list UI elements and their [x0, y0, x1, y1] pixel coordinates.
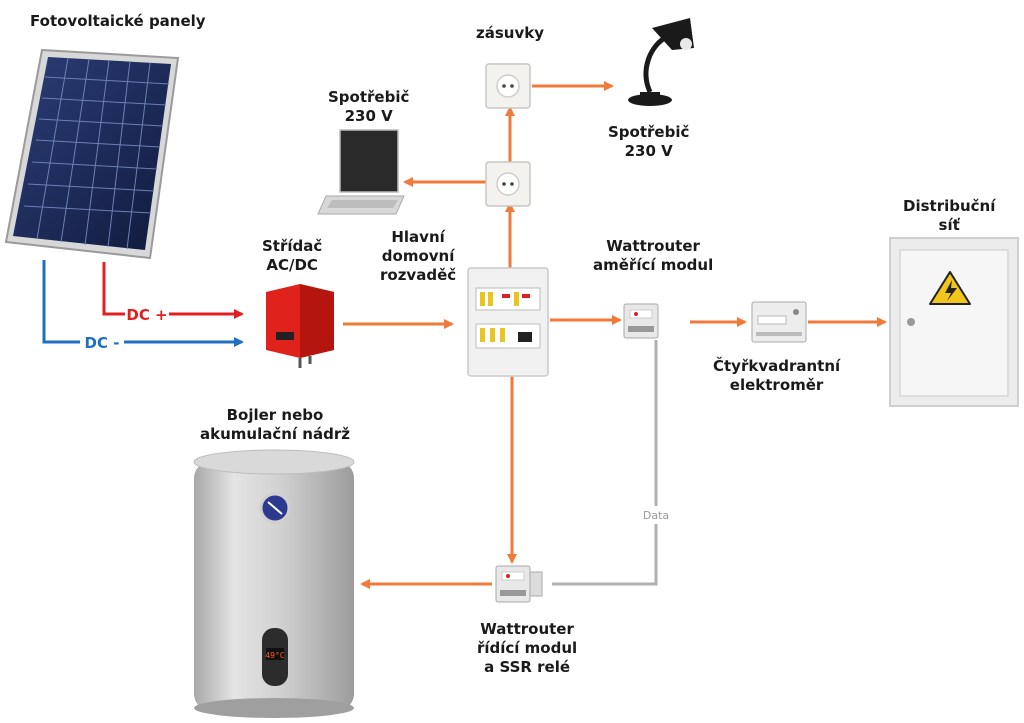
inverter-label: Střídač AC/DC	[262, 237, 323, 274]
energy-meter-icon	[751, 301, 807, 343]
grid-label: Distribuční síť	[903, 197, 996, 234]
appliance-right-label: Spotřebič 230 V	[608, 123, 690, 160]
wattrouter-control-icon	[495, 565, 543, 603]
desk-lamp-icon	[628, 18, 694, 106]
inverter-icon	[266, 284, 334, 368]
data-label: Data	[643, 509, 669, 522]
wattrouter-meter-label: Wattrouter aměřící modul	[593, 237, 714, 274]
dc-plus-wire	[102, 262, 244, 319]
pv-panels-label: Fotovoltaické panely	[30, 12, 206, 30]
sockets-label: zásuvky	[476, 24, 544, 42]
high-voltage-warning-icon	[929, 271, 971, 305]
distribution-board-icon	[467, 267, 549, 377]
energy-meter-label: Čtyřkvadrantní elektroměr	[713, 357, 841, 394]
wattrouter-meter-icon	[623, 303, 659, 339]
solar-panel-icon	[4, 48, 180, 260]
boiler-label: Bojler nebo akumulační nádrž	[200, 406, 350, 443]
dc-minus-label: DC -	[85, 334, 120, 352]
data-line	[552, 340, 658, 586]
wall-socket-icon	[485, 161, 531, 207]
wattrouter-control-label: Wattrouter řídící modul a SSR relé	[477, 620, 578, 676]
appliance-left-label: Spotřebič 230 V	[328, 88, 410, 125]
grid-cabinet-icon	[889, 237, 1019, 407]
laptop-icon	[317, 129, 405, 215]
boiler-display-value: 49°C	[265, 651, 284, 660]
main-board-label: Hlavní domovní rozvaděč	[380, 228, 457, 284]
dc-plus-label: DC +	[126, 306, 167, 324]
dc-minus-wire	[42, 260, 244, 347]
wall-socket-icon	[485, 63, 531, 109]
boiler-icon: 49°C	[193, 449, 355, 718]
